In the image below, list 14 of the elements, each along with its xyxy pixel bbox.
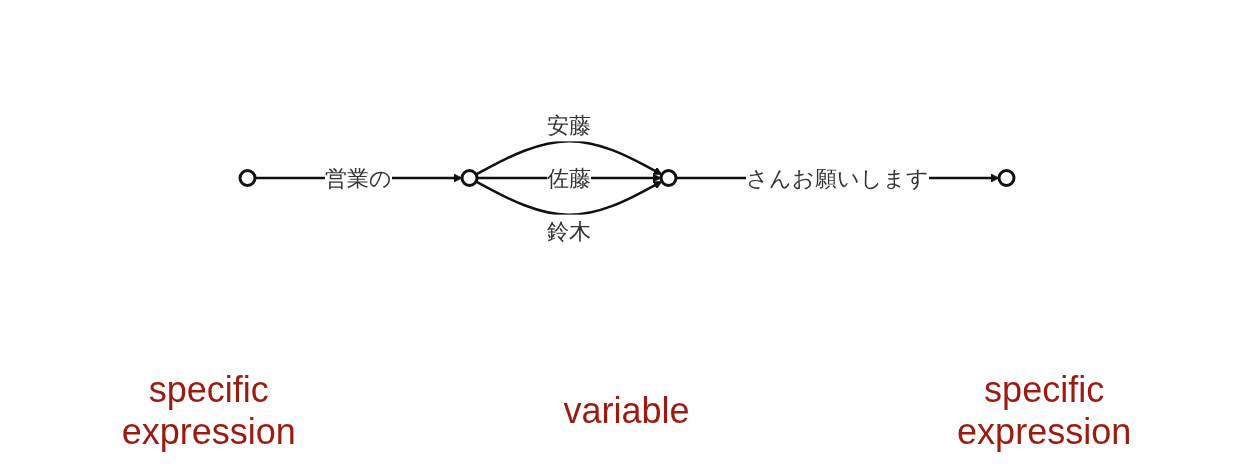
edge-label: 営業の [324,165,392,191]
arrow [475,139,662,176]
annotation-text: variable [562,390,691,432]
edge-label: 安藤 [546,112,591,138]
edge-label: 佐藤 [546,165,591,191]
node-circle [997,169,1015,187]
node-circle [238,169,256,187]
node-circle [460,169,478,187]
node-circle [659,169,677,187]
annotation-text: specific expression [120,369,297,453]
edge-label: 鈴木 [546,218,591,244]
arrow [475,180,662,217]
edge-label: さんお願いします [745,165,929,191]
annotation-text: specific expression [956,369,1133,453]
